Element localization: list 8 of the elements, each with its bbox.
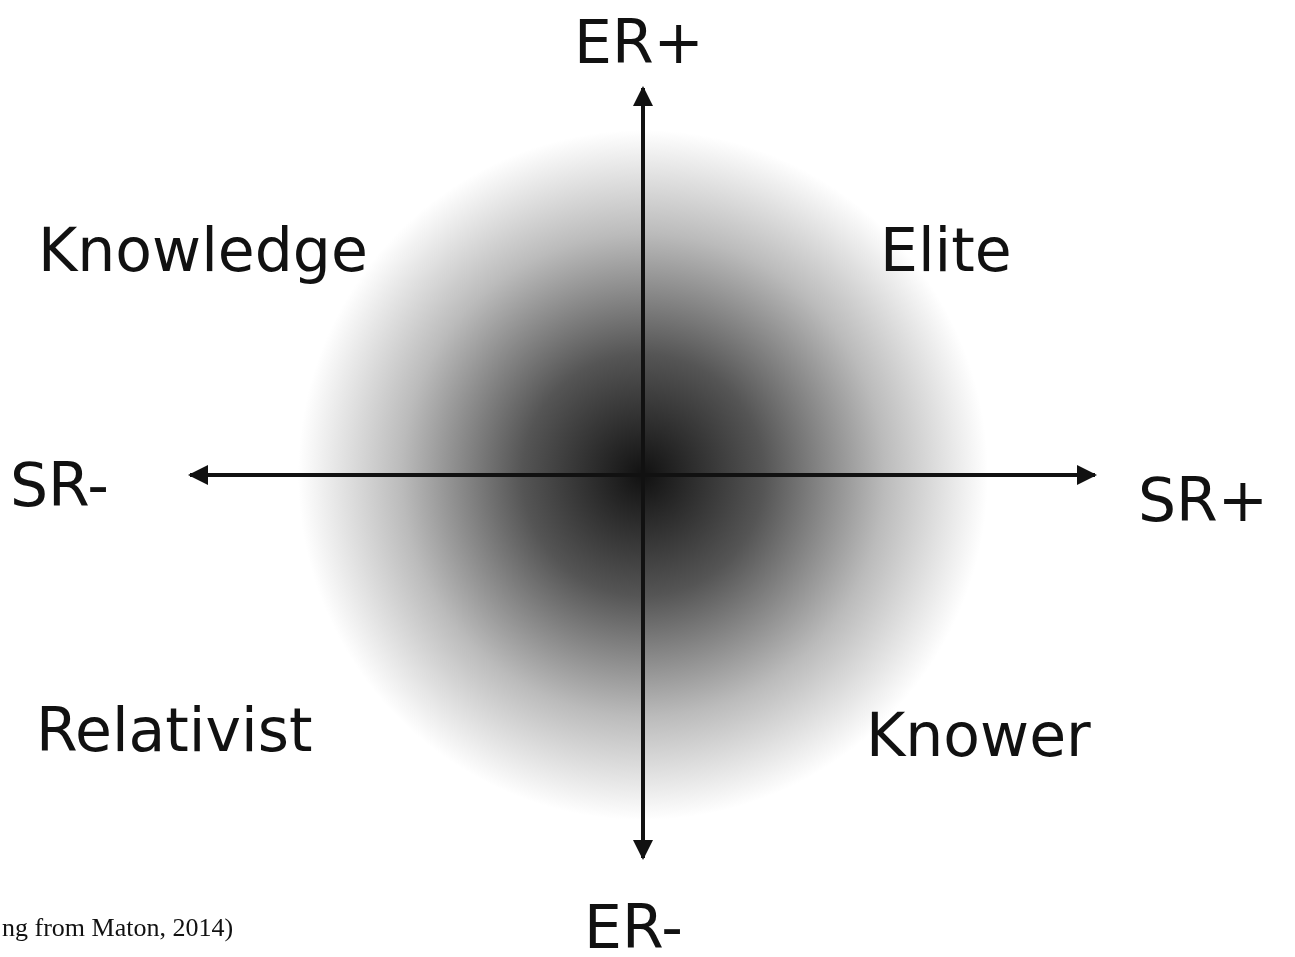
axis-label: SR+ (1138, 470, 1269, 530)
axis-label: SR- (10, 455, 109, 515)
quadrant-label: Relativist (36, 700, 313, 760)
caption: ng from Maton, 2014) (2, 915, 234, 941)
quadrant-label: Knower (866, 705, 1091, 765)
axis-label: ER+ (574, 12, 704, 72)
quadrant-label: Elite (880, 220, 1012, 280)
axis-label: ER- (584, 897, 683, 957)
